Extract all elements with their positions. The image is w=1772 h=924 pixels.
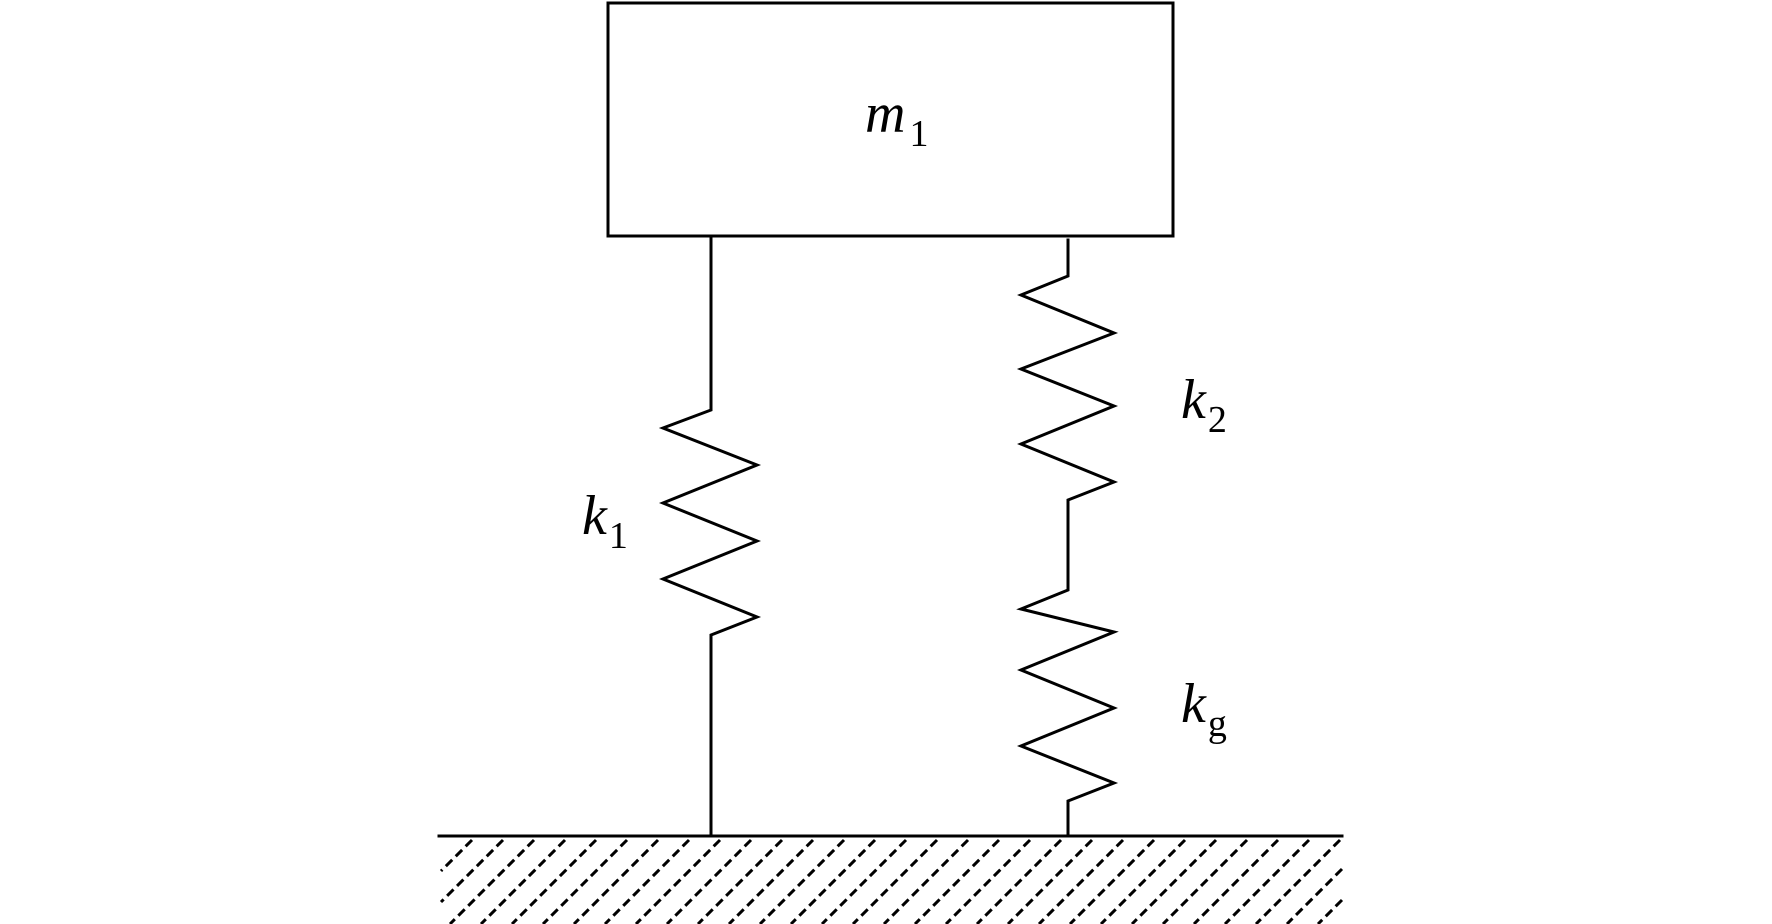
hatch-line bbox=[913, 838, 1001, 924]
hatch-line bbox=[439, 838, 474, 873]
hatch-line bbox=[479, 838, 567, 924]
hatch-line bbox=[541, 838, 629, 924]
hatch-line bbox=[1316, 898, 1344, 924]
hatch-line bbox=[789, 838, 877, 924]
hatch-line bbox=[944, 838, 1032, 924]
mass-block bbox=[606, 1, 1175, 238]
spring-k1 bbox=[658, 234, 762, 838]
hatch-line bbox=[1006, 838, 1094, 924]
hatch-line bbox=[1285, 867, 1344, 924]
spring-k2-label: k2 bbox=[1181, 369, 1227, 441]
hatch-line bbox=[510, 838, 598, 924]
hatch-line bbox=[603, 838, 691, 924]
hatch-line bbox=[1130, 838, 1218, 924]
hatch-line bbox=[851, 838, 939, 924]
spring-kg bbox=[1016, 574, 1119, 838]
spring-k2 bbox=[1016, 238, 1119, 578]
ground-hatching bbox=[439, 838, 1344, 924]
hatch-line bbox=[1223, 838, 1311, 924]
hatch-line bbox=[820, 838, 908, 924]
hatch-line bbox=[665, 838, 753, 924]
spring-k1-label: k1 bbox=[582, 485, 628, 557]
hatch-line bbox=[696, 838, 784, 924]
hatch-line bbox=[439, 838, 505, 904]
hatch-line bbox=[882, 838, 970, 924]
hatch-line bbox=[758, 838, 846, 924]
hatch-line bbox=[727, 838, 815, 924]
hatch-line bbox=[1254, 838, 1342, 924]
spring-kg-label: kg bbox=[1181, 673, 1227, 745]
hatch-line bbox=[1037, 838, 1125, 924]
hatch-line bbox=[975, 838, 1063, 924]
hatch-line bbox=[448, 838, 536, 924]
hatch-line bbox=[634, 838, 722, 924]
hatch-line bbox=[1161, 838, 1249, 924]
hatch-line bbox=[1192, 838, 1280, 924]
hatch-line bbox=[1099, 838, 1187, 924]
hatch-line bbox=[1068, 838, 1156, 924]
hatch-line bbox=[572, 838, 660, 924]
